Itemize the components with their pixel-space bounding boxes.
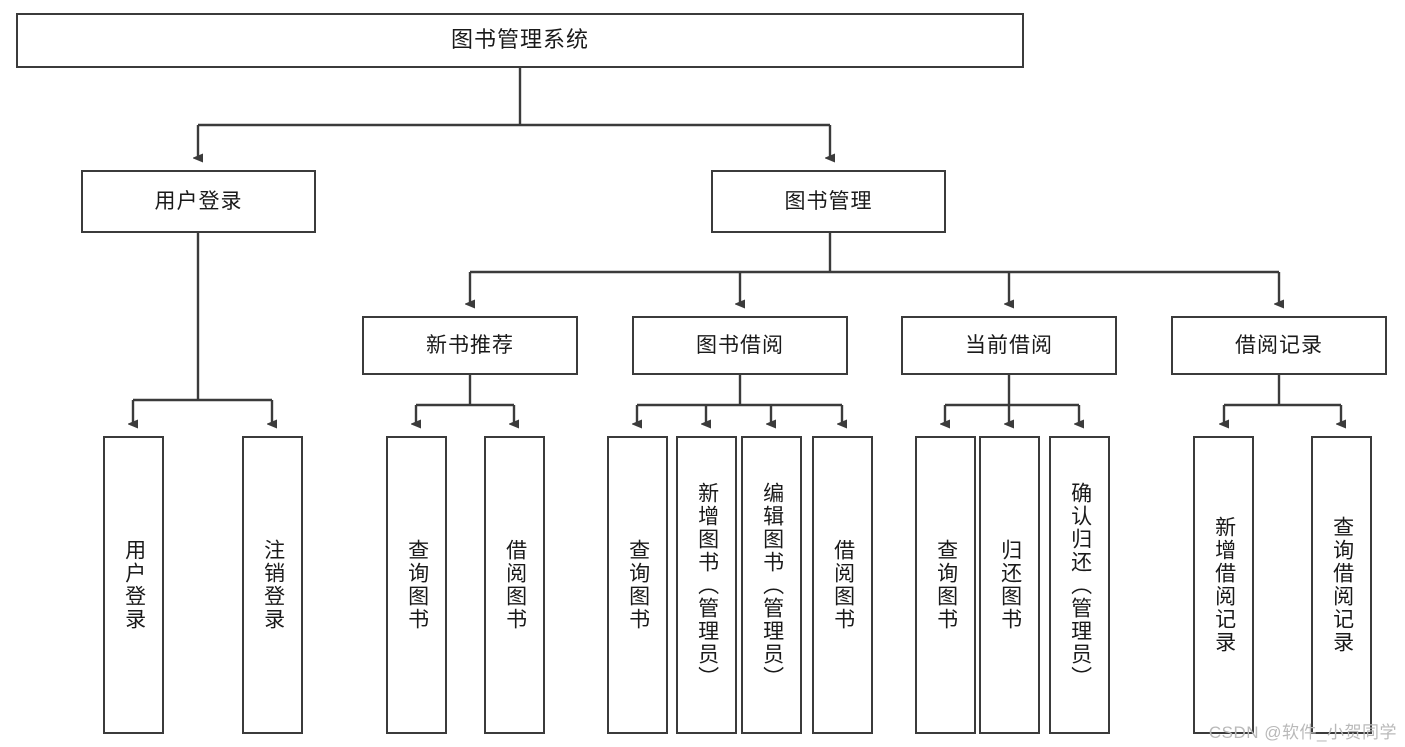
node-label: 借阅图书 (831, 539, 855, 631)
leaf-borrow-record-add[interactable]: 新增借阅记录 (1193, 436, 1254, 734)
node-book-borrow[interactable]: 图书借阅 (632, 316, 848, 375)
node-label: 确认归还（管理员） (1068, 481, 1092, 689)
node-label: 新增借阅记录 (1212, 516, 1236, 654)
node-root-book-management-system[interactable]: 图书管理系统 (16, 13, 1024, 68)
leaf-book-borrow-borrow[interactable]: 借阅图书 (812, 436, 873, 734)
leaf-current-borrow-query[interactable]: 查询图书 (915, 436, 976, 734)
node-new-book-recommend[interactable]: 新书推荐 (362, 316, 578, 375)
node-label: 新增图书（管理员） (695, 481, 719, 689)
node-label: 图书管理系统 (450, 27, 589, 53)
node-label: 注销登录 (261, 539, 285, 631)
node-label: 图书管理 (784, 189, 873, 213)
leaf-current-borrow-confirm-return[interactable]: 确认归还（管理员） (1049, 436, 1110, 734)
leaf-book-borrow-edit[interactable]: 编辑图书（管理员） (741, 436, 802, 734)
leaf-borrow-record-query[interactable]: 查询借阅记录 (1311, 436, 1372, 734)
leaf-book-borrow-query[interactable]: 查询图书 (607, 436, 668, 734)
node-label: 当前借阅 (965, 333, 1053, 357)
node-current-borrow[interactable]: 当前借阅 (901, 316, 1117, 375)
node-user-login[interactable]: 用户登录 (81, 170, 316, 233)
leaf-new-book-borrow[interactable]: 借阅图书 (484, 436, 545, 734)
watermark: CSDN @软件_小贺同学 (1208, 723, 1397, 742)
leaf-user-login-signout[interactable]: 注销登录 (242, 436, 303, 734)
node-label: 查询借阅记录 (1330, 516, 1354, 654)
leaf-user-login-signin[interactable]: 用户登录 (103, 436, 164, 734)
node-borrow-record[interactable]: 借阅记录 (1171, 316, 1387, 375)
node-label: 查询图书 (934, 539, 958, 631)
node-label: 查询图书 (405, 539, 429, 631)
node-book-management[interactable]: 图书管理 (711, 170, 946, 233)
node-label: 借阅记录 (1235, 333, 1323, 357)
leaf-current-borrow-return[interactable]: 归还图书 (979, 436, 1040, 734)
node-label: 新书推荐 (426, 333, 514, 357)
node-label: 用户登录 (122, 539, 146, 631)
node-label: 查询图书 (626, 539, 650, 631)
leaf-new-book-query[interactable]: 查询图书 (386, 436, 447, 734)
node-label: 归还图书 (998, 539, 1022, 631)
node-label: 编辑图书（管理员） (760, 481, 784, 689)
node-label: 图书借阅 (696, 333, 784, 357)
node-label: 借阅图书 (503, 539, 527, 631)
node-label: 用户登录 (154, 189, 243, 213)
leaf-book-borrow-add[interactable]: 新增图书（管理员） (676, 436, 737, 734)
